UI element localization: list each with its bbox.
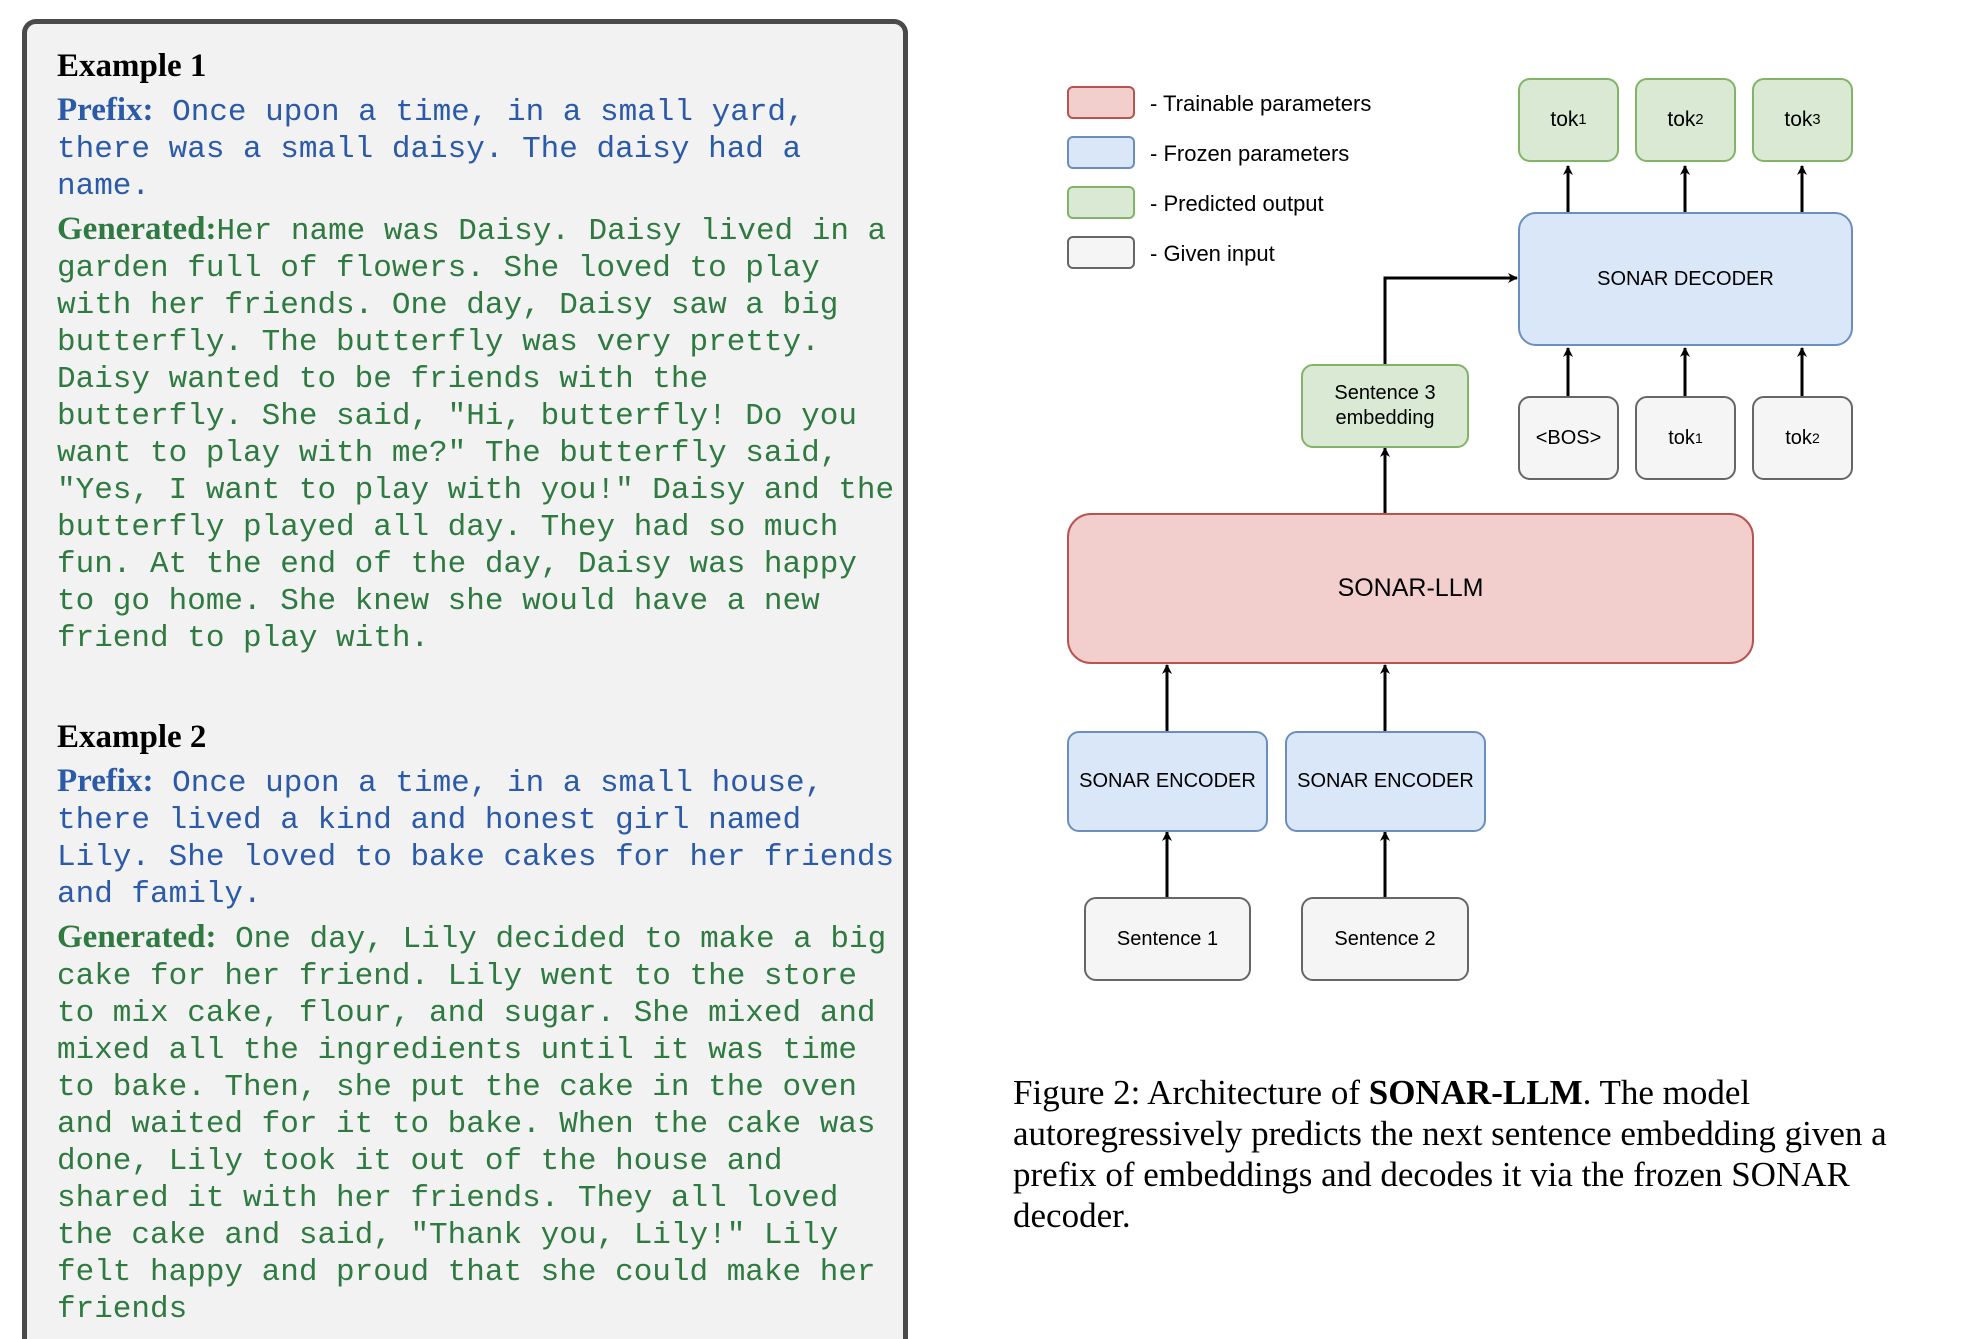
- token-sub: 2: [1695, 112, 1704, 128]
- prefix-text: Once upon a time, in a small house, ther…: [57, 766, 895, 912]
- prefix-paragraph: Prefix: Once upon a time, in a small yar…: [57, 92, 897, 205]
- token-sub: 3: [1812, 112, 1821, 128]
- sonar-llm-block: SONAR-LLM: [1067, 513, 1754, 664]
- token-base: tok: [1784, 108, 1813, 131]
- generated-text: Her name was Daisy. Daisy lived in a gar…: [57, 214, 895, 656]
- token-base: tok: [1785, 426, 1812, 449]
- legend-label-given: - Given input: [1150, 241, 1275, 266]
- prefix-label: Prefix:: [57, 92, 154, 128]
- example-1: Example 1 Prefix: Once upon a time, in a…: [57, 46, 897, 663]
- token-base: tok: [1667, 108, 1696, 131]
- token-base: tok: [1550, 108, 1579, 131]
- token-sub: 1: [1694, 430, 1703, 446]
- sonar-encoder-1: SONAR ENCODER: [1067, 731, 1268, 832]
- legend-label-trainable: - Trainable parameters: [1150, 91, 1372, 116]
- generated-label: Generated:: [57, 919, 217, 955]
- legend-label-frozen: - Frozen parameters: [1150, 141, 1350, 166]
- example-2: Example 2 Prefix: Once upon a time, in a…: [57, 717, 897, 1334]
- token-base: tok: [1668, 426, 1695, 449]
- legend-swatch-predicted: [1067, 186, 1135, 219]
- sonar-encoder-2: SONAR ENCODER: [1285, 731, 1486, 832]
- generated-text: One day, Lily decided to make a big cake…: [57, 922, 887, 1327]
- sonar-decoder: SONAR DECODER: [1518, 212, 1853, 346]
- prefix-label: Prefix:: [57, 763, 154, 799]
- example-title: Example 1: [57, 48, 207, 84]
- generated-paragraph: Generated: One day, Lily decided to make…: [57, 919, 897, 1328]
- input-token-bos: <BOS>: [1518, 396, 1619, 480]
- legend-label-predicted: - Predicted output: [1150, 191, 1324, 216]
- generated-paragraph: Generated:Her name was Daisy. Daisy live…: [57, 211, 897, 657]
- figure-caption: Figure 2: Architecture of SONAR-LLM. The…: [1013, 1072, 1913, 1236]
- legend-swatch-given: [1067, 236, 1135, 269]
- sentence-3-embedding: Sentence 3 embedding: [1301, 364, 1469, 448]
- sentence-2-input: Sentence 2: [1301, 897, 1469, 981]
- caption-rest: . The model autoregressively predicts th…: [1013, 1073, 1887, 1235]
- generated-label: Generated:: [57, 211, 217, 247]
- caption-prefix: Figure 2: Architecture of: [1013, 1073, 1369, 1112]
- prefix-paragraph: Prefix: Once upon a time, in a small hou…: [57, 763, 897, 913]
- prefix-text: Once upon a time, in a small yard, there…: [57, 95, 805, 204]
- legend-swatch-frozen: [1067, 136, 1135, 169]
- legend-swatch-trainable: [1067, 86, 1135, 119]
- arrow-embedding-decoder: [1383, 273, 1518, 364]
- token-sub: 1: [1578, 112, 1587, 128]
- example-title: Example 2: [57, 719, 207, 755]
- sentence-1-input: Sentence 1: [1084, 897, 1251, 981]
- token-sub: 2: [1811, 430, 1820, 446]
- token-base: <BOS>: [1535, 426, 1602, 449]
- examples-panel: Example 1 Prefix: Once upon a time, in a…: [22, 19, 908, 1339]
- caption-bold: SONAR-LLM: [1368, 1073, 1583, 1112]
